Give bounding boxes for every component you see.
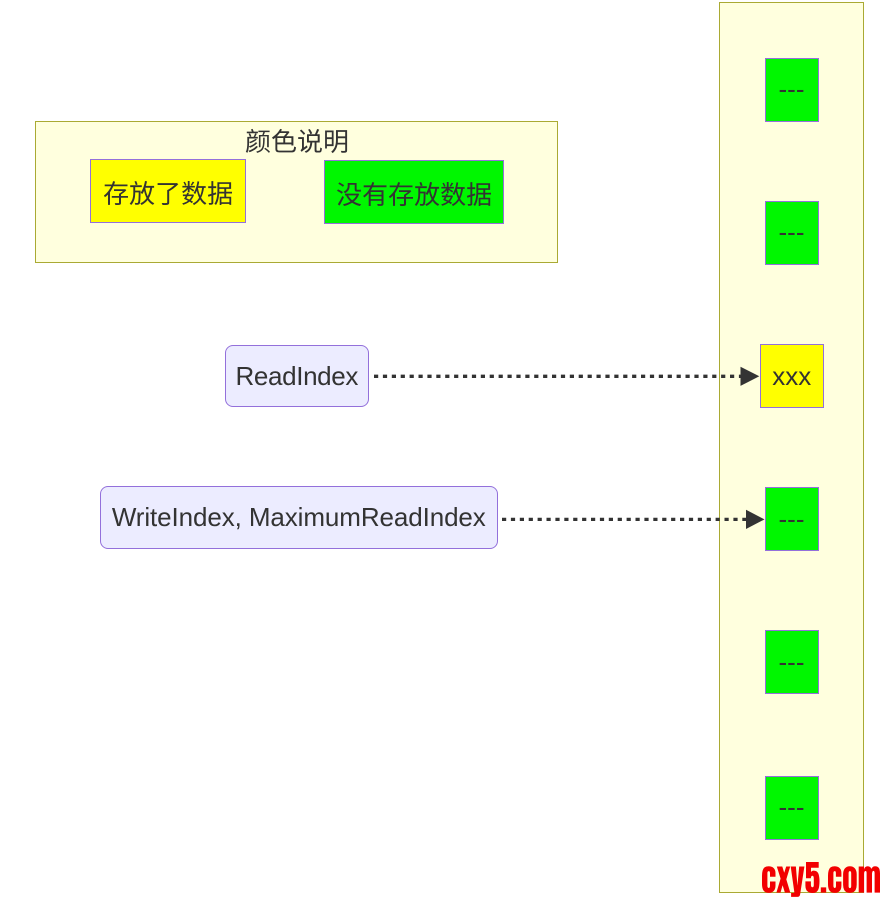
watermark-text: cxy5.com (0, 0, 1, 1)
legend-title-text: 颜色说明 (36, 122, 37, 123)
buffer-cell-label: --- (778, 217, 805, 248)
readindex-label: ReadIndex (235, 360, 359, 391)
buffer-cell-3: xxx (760, 344, 824, 409)
legend-swatch-filled (90, 159, 246, 223)
writeindex-label: WriteIndex, MaximumReadIndex (111, 501, 486, 532)
legend-item-empty-text: 没有存放数据 (36, 122, 37, 123)
arrow-readindex (374, 366, 760, 386)
buffer-cell-6: --- (764, 775, 819, 840)
buffer-cell-1: --- (764, 57, 819, 122)
buffer-cell-label: --- (778, 74, 805, 104)
buffer-cell-label: xxx (772, 360, 812, 391)
buffer-cell-label: --- (778, 646, 805, 677)
buffer-cell-label: --- (778, 792, 805, 823)
buffer-cell-label: --- (778, 503, 805, 534)
legend-swatch-empty (324, 160, 504, 224)
buffer-cell-2: --- (764, 200, 819, 265)
legend-item-filled-text: 存放了数据 (36, 122, 37, 123)
writeindex-node: WriteIndex, MaximumReadIndex (99, 485, 498, 549)
readindex-node: ReadIndex (225, 345, 369, 407)
buffer-column (719, 1, 864, 893)
buffer-cell-5: --- (764, 630, 819, 695)
buffer-cell-4: --- (764, 487, 819, 552)
